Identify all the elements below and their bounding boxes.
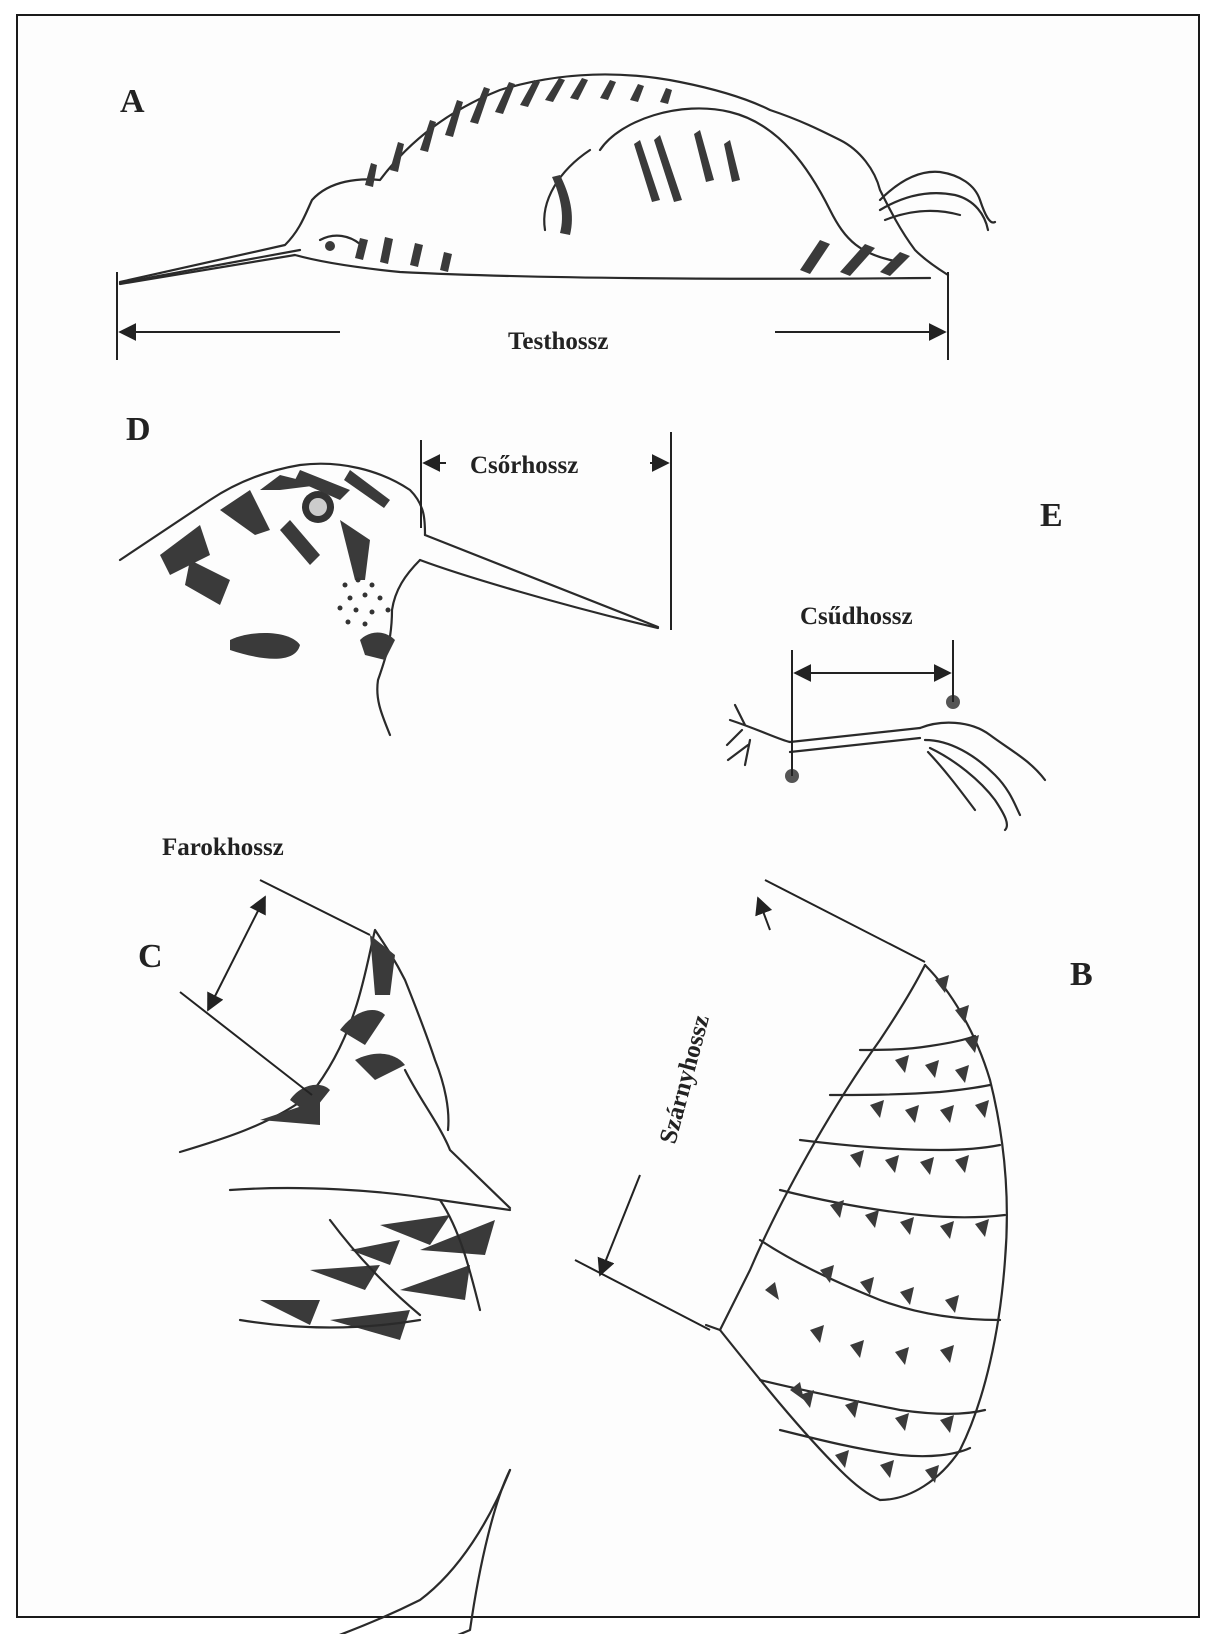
tail-length-dimension	[180, 880, 370, 1095]
panel-label-b: B	[1070, 956, 1093, 993]
wing-length-label: Szárnyhossz	[655, 1012, 715, 1146]
tarsus-length-dimension	[792, 640, 953, 776]
panel-label-d: D	[126, 411, 151, 448]
panel-label-e: E	[1040, 497, 1063, 534]
body-length-label: Testhossz	[508, 328, 609, 355]
panel-a-bird-illustration	[120, 74, 995, 284]
bill-length-label: Csőrhossz	[470, 452, 578, 479]
panel-d-head-illustration	[120, 464, 658, 735]
tail-length-label: Farokhossz	[162, 834, 284, 861]
panel-label-a: A	[120, 83, 145, 120]
panel-b-wing-illustration	[706, 965, 1007, 1500]
tarsus-length-label: Csűdhossz	[800, 603, 913, 630]
panel-e-leg-illustration	[727, 695, 1045, 830]
panel-c-tail-illustration	[180, 930, 510, 1634]
panel-label-c: C	[138, 938, 163, 975]
